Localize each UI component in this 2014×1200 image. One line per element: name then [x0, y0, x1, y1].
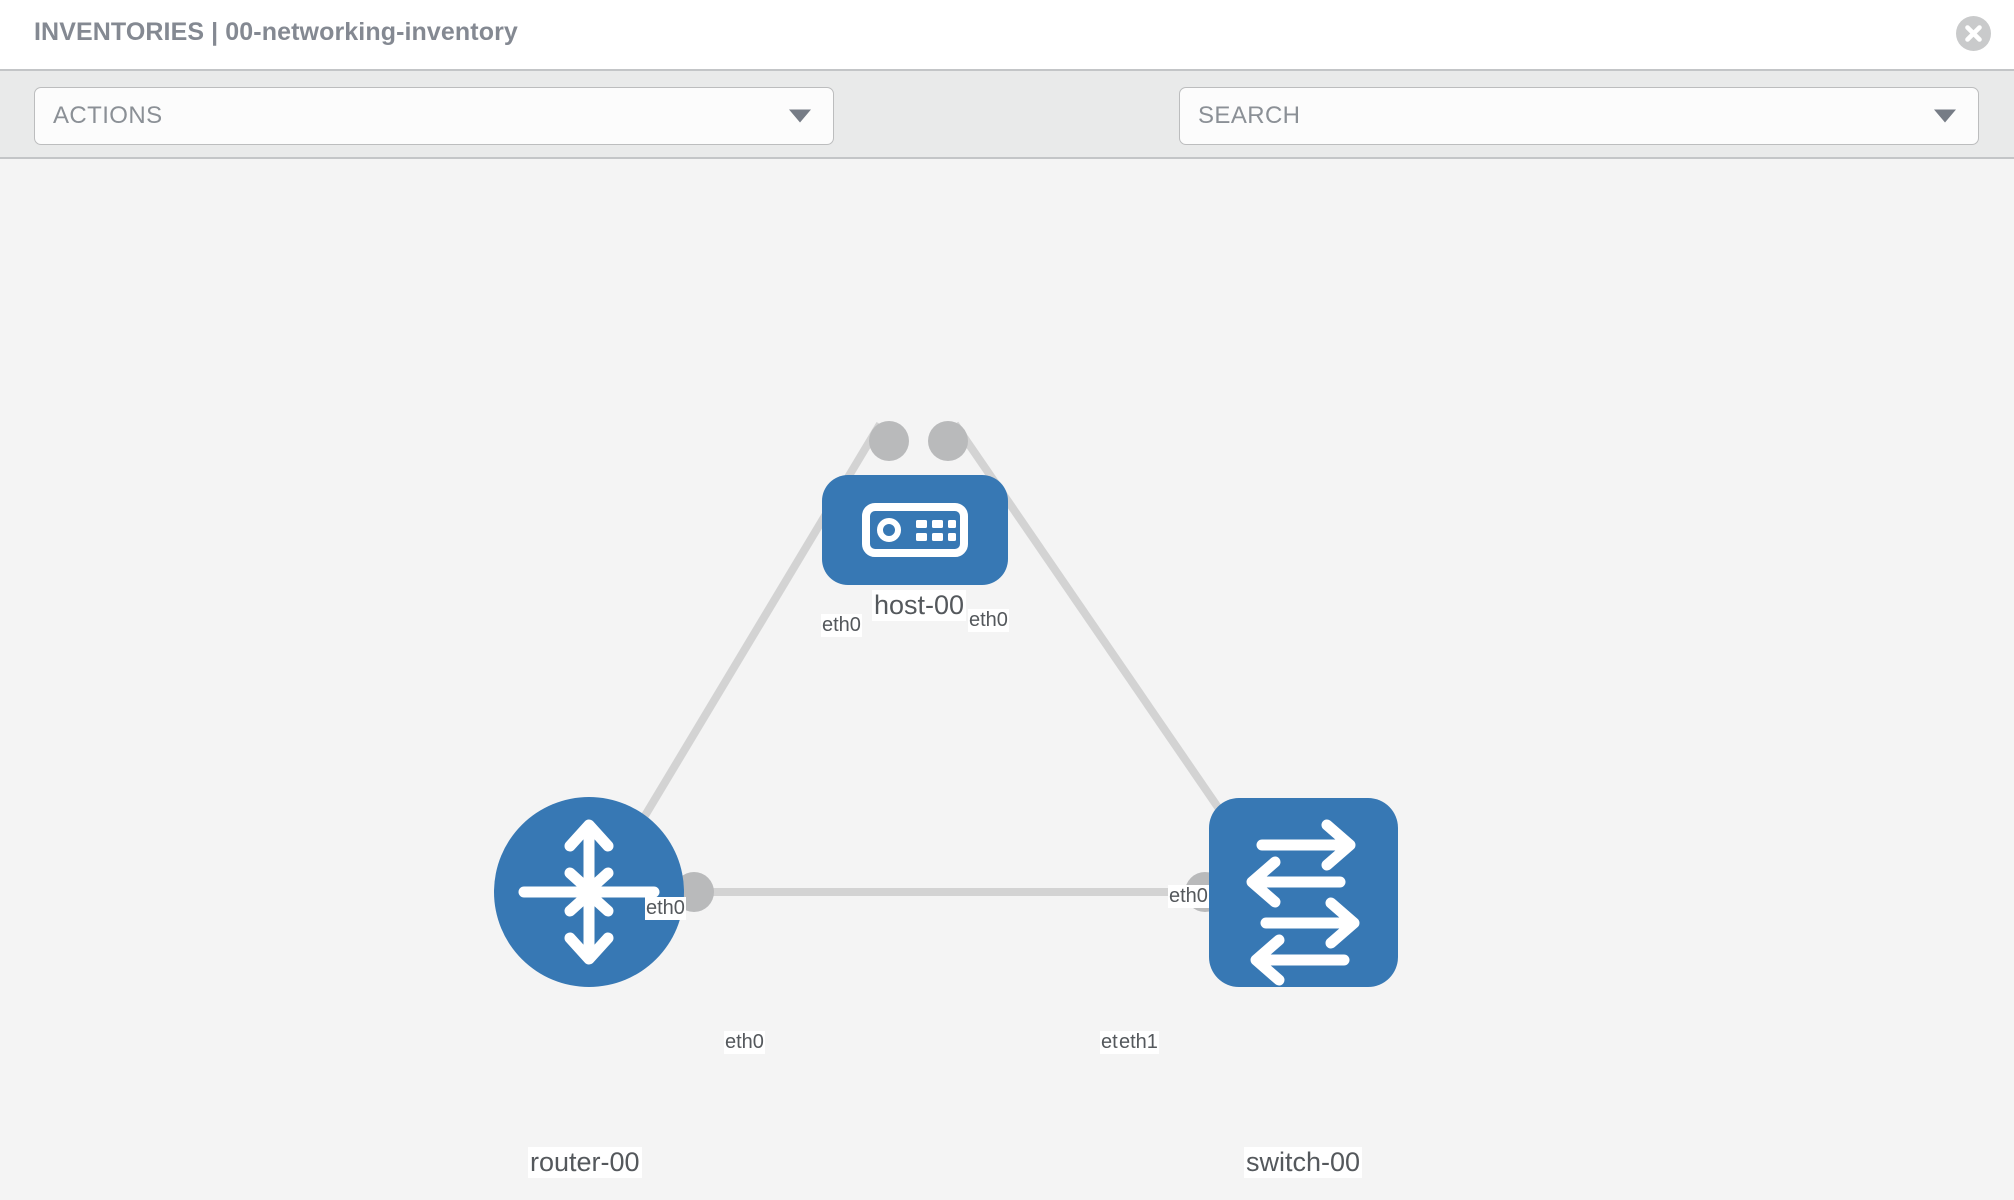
node-router-00[interactable]: [494, 797, 684, 987]
node-host-00[interactable]: [822, 475, 1008, 585]
page-header: INVENTORIES | 00-networking-inventory: [0, 0, 2014, 69]
search-placeholder: SEARCH: [1198, 102, 1301, 129]
toolbar: ACTIONS SEARCH: [0, 69, 2014, 205]
router-arrows-icon: [518, 819, 660, 965]
topology-graph: [494, 421, 1398, 987]
node-label-switch-00: switch-00: [1244, 1147, 1363, 1178]
close-button[interactable]: [1956, 16, 1991, 51]
actions-dropdown[interactable]: ACTIONS: [34, 87, 834, 145]
iface-label-host-left: eth0: [821, 614, 862, 637]
connector-host-left: [869, 421, 909, 461]
iface-label-router-to-switch: eth0: [724, 1031, 765, 1054]
iface-label-switch-to-router-b: eth1: [1118, 1031, 1159, 1054]
iface-label-switch-to-host: eth0: [1168, 885, 1209, 908]
node-label-host-00: host-00: [872, 590, 967, 621]
iface-label-host-right: eth0: [968, 609, 1009, 632]
page-title: INVENTORIES | 00-networking-inventory: [34, 18, 518, 46]
chevron-down-icon: [789, 109, 811, 123]
close-circle-icon: [1956, 16, 1991, 51]
node-switch-00[interactable]: [1209, 798, 1398, 987]
actions-dropdown-label: ACTIONS: [53, 102, 163, 129]
switch-arrows-icon: [1246, 819, 1360, 986]
iface-label-router-to-host: eth0: [645, 897, 686, 920]
topology-canvas[interactable]: eth0 eth0 eth0 eth0 eth0 eth eth1 host-0…: [0, 159, 2014, 1200]
server-icon: [862, 503, 968, 557]
connector-host-right: [928, 421, 968, 461]
search-input[interactable]: SEARCH: [1179, 87, 1979, 145]
chevron-down-icon: [1934, 109, 1956, 123]
node-label-router-00: router-00: [528, 1147, 642, 1178]
